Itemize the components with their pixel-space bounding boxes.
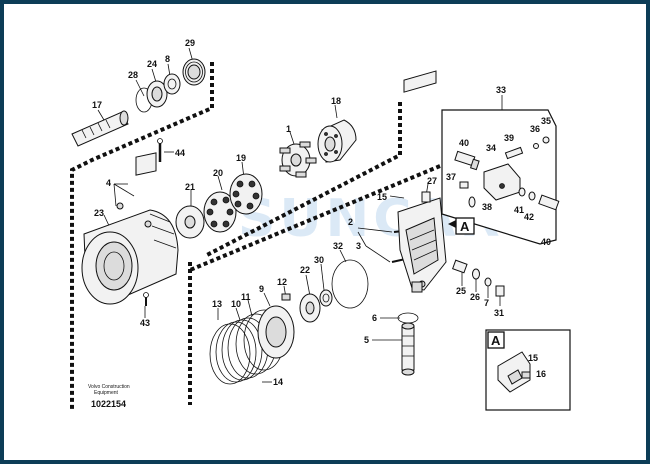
view-marker-a: A (448, 217, 475, 235)
washer-8 (163, 73, 181, 95)
callout-15-detail: 15 (528, 353, 538, 363)
callout-31: 31 (494, 308, 504, 318)
callout-27: 27 (427, 176, 437, 186)
callout-40-upper: 40 (459, 138, 469, 148)
bearing-29 (182, 58, 206, 86)
callout-26: 26 (470, 292, 480, 302)
callout-6: 6 (372, 313, 377, 323)
washer-7 (484, 277, 492, 287)
callout-34: 34 (486, 143, 496, 153)
callout-4: 4 (106, 178, 111, 188)
cylinder-block-1 (279, 141, 317, 178)
o-ring-36 (533, 143, 539, 149)
callout-28: 28 (128, 70, 138, 80)
callout-41: 41 (514, 205, 524, 215)
callout-3: 3 (356, 241, 361, 251)
callout-10: 10 (231, 299, 241, 309)
svg-text:A: A (491, 333, 501, 348)
valve-cover-block (397, 70, 447, 293)
callout-18: 18 (331, 96, 341, 106)
callout-35: 35 (541, 116, 551, 126)
o-ring-26 (472, 268, 480, 280)
callout-33: 33 (496, 85, 506, 95)
callout-42: 42 (524, 212, 534, 222)
valve-body-34 (483, 163, 521, 201)
seal-22 (299, 293, 321, 323)
callout-15: 15 (377, 192, 387, 202)
callout-labels: 29 28 24 8 17 18 1 44 19 20 4 21 23 43 2… (92, 38, 551, 387)
plug-37 (459, 181, 469, 189)
callout-32: 32 (333, 241, 343, 251)
callout-25: 25 (456, 286, 466, 296)
callout-43: 43 (140, 318, 150, 328)
callout-7: 7 (484, 298, 489, 308)
retainer-20 (203, 191, 237, 233)
caption-line-2: Equipment (94, 390, 119, 396)
callout-22: 22 (300, 265, 310, 275)
callout-1: 1 (286, 124, 291, 134)
piston-9 (257, 305, 295, 359)
caption-line-1: Volvo Construction (88, 384, 130, 390)
housing-23 (81, 152, 179, 305)
detail-a-box: A (485, 329, 571, 411)
plate-21 (175, 205, 205, 239)
shoe-plate-19 (229, 173, 263, 215)
callout-11: 11 (241, 292, 251, 302)
callout-39: 39 (504, 133, 514, 143)
plug-25 (452, 259, 468, 274)
plug-31 (495, 285, 505, 297)
relief-valve-40-upper (454, 150, 480, 171)
relief-valve-40-lower (538, 194, 560, 211)
callout-5: 5 (364, 335, 369, 345)
assembly-dashed-lines (70, 62, 441, 410)
callout-36: 36 (530, 124, 540, 134)
callout-9: 9 (259, 284, 264, 294)
callout-19: 19 (236, 153, 246, 163)
callout-29: 29 (185, 38, 195, 48)
callout-13: 13 (212, 299, 222, 309)
o-ring-38 (468, 196, 476, 208)
callout-30: 30 (314, 255, 324, 265)
callout-23: 23 (94, 208, 104, 218)
callout-40-lower: 40 (541, 237, 551, 247)
o-ring-41 (518, 187, 526, 197)
o-ring-6 (397, 312, 419, 324)
leader-lines (97, 47, 533, 390)
callout-38: 38 (482, 202, 492, 212)
callout-21: 21 (185, 182, 195, 192)
callout-44: 44 (175, 148, 185, 158)
callout-24: 24 (147, 59, 157, 69)
pin-44 (157, 138, 163, 162)
plug-35 (542, 136, 550, 144)
friction-plates-13 (209, 317, 269, 385)
spool-39 (504, 146, 524, 160)
callout-2: 2 (348, 217, 353, 227)
svg-text:A: A (460, 219, 470, 234)
spool-5 (401, 322, 415, 376)
callout-37: 37 (446, 172, 456, 182)
callout-16: 16 (536, 369, 546, 379)
callout-17: 17 (92, 100, 102, 110)
spring-12 (281, 293, 291, 301)
callout-8: 8 (165, 54, 170, 64)
o-ring-32 (331, 259, 369, 309)
plug-27 (421, 191, 431, 203)
callout-12: 12 (277, 277, 287, 287)
bolt-43 (143, 292, 149, 306)
drum-18 (317, 119, 357, 163)
bearing-24 (146, 80, 168, 108)
washer-42 (528, 191, 536, 201)
o-ring-30 (319, 289, 333, 307)
document-number: 1022154 (91, 399, 126, 409)
callout-14: 14 (273, 377, 283, 387)
callout-20: 20 (213, 168, 223, 178)
shaft-17 (71, 110, 129, 147)
